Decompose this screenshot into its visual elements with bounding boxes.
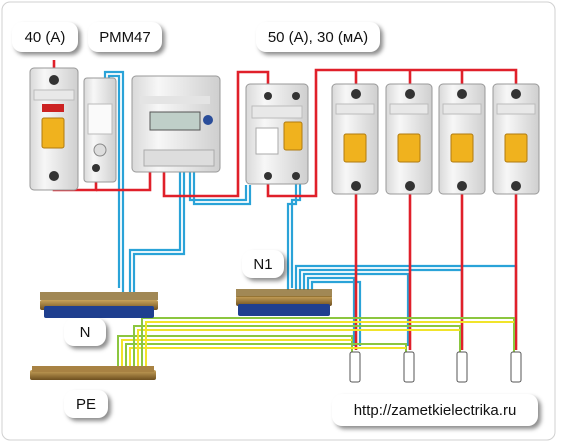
main-breaker-40a [29, 67, 79, 191]
group-breaker-1 [331, 83, 379, 195]
voltage-relay [83, 77, 117, 183]
site-url: http://zametkielectrika.ru [332, 394, 538, 426]
pe-bus [30, 366, 156, 380]
group-breaker-3 [438, 83, 486, 195]
energy-meter [131, 75, 221, 173]
neutral-bus-main [40, 292, 158, 318]
rcd-device [245, 83, 309, 185]
group-breaker-2 [385, 83, 433, 195]
label-main-breaker: 40 (A) [12, 22, 78, 52]
neutral-bus-rcd [236, 289, 332, 316]
label-neutral-bus-rcd: N1 [242, 250, 284, 278]
group-breaker-4 [492, 83, 540, 195]
label-voltage-relay: РММ47 [88, 22, 162, 52]
label-rcd: 50 (A), 30 (мА) [256, 22, 380, 52]
pe-wires [117, 317, 515, 370]
label-pe-bus: PE [64, 390, 108, 418]
label-neutral-bus-main: N [64, 318, 106, 346]
load-terminals [349, 351, 522, 383]
